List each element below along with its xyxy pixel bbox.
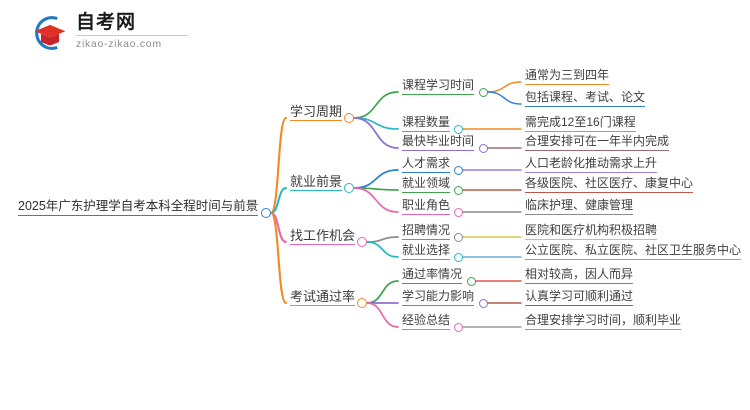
sub-branch-node-2-1[interactable] [453, 165, 463, 175]
sub-branch-node-4-3[interactable] [453, 322, 463, 332]
site-logo: 自考网 zikao-zikao.com [30, 12, 210, 54]
leaf-label-4-2-1[interactable]: 认真学习可顺利通过 [525, 289, 634, 306]
sub-branch-node-4-1[interactable] [466, 276, 476, 286]
leaf-label-1-2-1[interactable]: 需完成12至16门课程 [525, 115, 636, 132]
branch-node-3[interactable] [357, 237, 367, 247]
sub-branch-node-3-2[interactable] [453, 252, 463, 262]
sub-branch-node-1-2[interactable] [453, 124, 463, 134]
leaf-label-4-1-1[interactable]: 相对较高，因人而异 [525, 267, 634, 284]
branch-node-2[interactable] [344, 183, 354, 193]
sub-branch-label-3-1[interactable]: 招聘情况 [402, 223, 451, 240]
sub-branch-label-4-1[interactable]: 通过率情况 [402, 267, 463, 284]
sub-branch-label-1-1[interactable]: 课程学习时间 [402, 78, 475, 95]
sub-branch-label-2-1[interactable]: 人才需求 [402, 156, 451, 173]
leaf-label-1-3-1[interactable]: 合理安排可在一年半内完成 [525, 134, 670, 151]
sub-branch-label-2-3[interactable]: 职业角色 [402, 198, 451, 215]
branch-node-4[interactable] [357, 298, 367, 308]
sub-branch-label-2-2[interactable]: 就业领域 [402, 176, 451, 193]
sub-branch-node-3-1[interactable] [453, 232, 463, 242]
sub-branch-node-2-2[interactable] [453, 185, 463, 195]
leaf-label-2-1-1[interactable]: 人口老龄化推动需求上升 [525, 156, 658, 173]
leaf-label-2-2-1[interactable]: 各级医院、社区医疗、康复中心 [525, 176, 694, 193]
root-node-dot[interactable] [261, 208, 271, 218]
logo-name-cn: 自考网 [76, 12, 137, 33]
branch-node-1[interactable] [344, 113, 354, 123]
branch-label-2[interactable]: 就业前景 [290, 174, 343, 191]
sub-branch-label-1-3[interactable]: 最快毕业时间 [402, 134, 475, 151]
sub-branch-node-2-3[interactable] [453, 207, 463, 217]
root-node-label[interactable]: 2025年广东护理学自考本科全程时间与前景 [18, 199, 259, 216]
branch-label-3[interactable]: 找工作机会 [290, 228, 356, 245]
logo-name-en: zikao-zikao.com [76, 38, 162, 50]
graduation-cap-logo-icon [30, 14, 70, 52]
sub-branch-node-1-3[interactable] [478, 143, 488, 153]
leaf-label-3-1-1[interactable]: 医院和医疗机构积极招聘 [525, 223, 658, 240]
leaf-label-1-1-2[interactable]: 包括课程、考试、论文 [525, 90, 646, 107]
logo-divider [76, 35, 188, 36]
leaf-label-1-1-1[interactable]: 通常为三到四年 [525, 68, 610, 85]
sub-branch-label-1-2[interactable]: 课程数量 [402, 115, 451, 132]
leaf-label-3-2-1[interactable]: 公立医院、私立医院、社区卫生服务中心 [525, 243, 742, 260]
logo-text-block: 自考网 zikao-zikao.com [76, 12, 188, 51]
sub-branch-label-3-2[interactable]: 就业选择 [402, 243, 451, 260]
branch-label-4[interactable]: 考试通过率 [290, 289, 356, 306]
sub-branch-node-1-1[interactable] [478, 87, 488, 97]
branch-label-1[interactable]: 学习周期 [290, 104, 343, 121]
sub-branch-node-4-2[interactable] [478, 298, 488, 308]
sub-branch-label-4-2[interactable]: 学习能力影响 [402, 289, 475, 306]
leaf-label-4-3-1[interactable]: 合理安排学习时间，顺利毕业 [525, 313, 682, 330]
leaf-label-2-3-1[interactable]: 临床护理、健康管理 [525, 198, 634, 215]
sub-branch-label-4-3[interactable]: 经验总结 [402, 313, 451, 330]
